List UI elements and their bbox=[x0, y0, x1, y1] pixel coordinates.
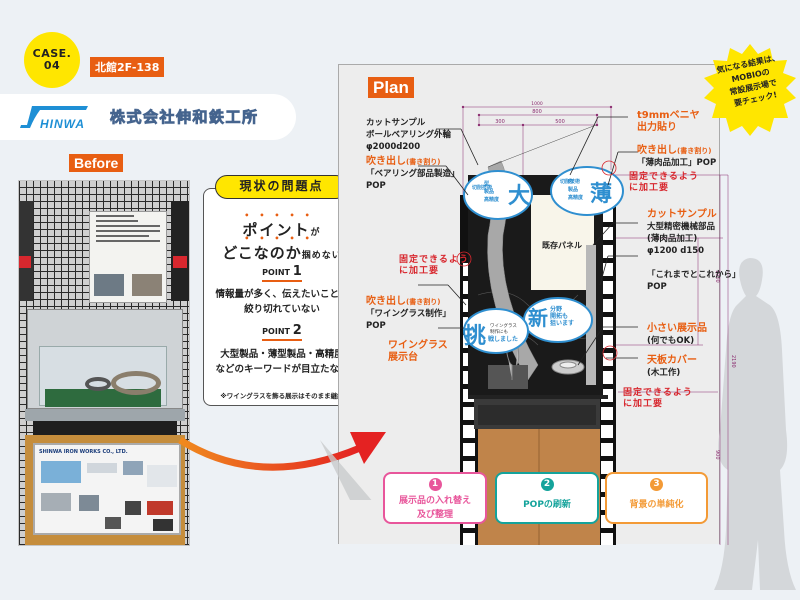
problem-title: 現状の問題点 bbox=[215, 175, 348, 199]
step-1-card: 1 展示品の入れ替え 及び整理 bbox=[383, 472, 487, 524]
fix-markers bbox=[456, 160, 618, 361]
emphasis-dots: ••••• bbox=[244, 234, 320, 243]
headline-line2: ••••• どこなのか掴めない bbox=[203, 234, 361, 263]
annotation-thin-pop: 吹き出し(書き割り) 「薄肉品加工」POP bbox=[637, 145, 717, 168]
dim-right-upper: 1000 bbox=[714, 270, 720, 283]
svg-text:肉: 肉 bbox=[568, 178, 573, 185]
point1-label: POINT 1 bbox=[203, 264, 361, 282]
headline-suffix-2: 掴めない bbox=[301, 251, 342, 261]
case-number: 04 bbox=[43, 59, 61, 72]
point2-label: POINT 2 bbox=[203, 323, 361, 341]
svg-text:高精度: 高精度 bbox=[568, 194, 584, 201]
starburst-callout-icon bbox=[704, 44, 796, 136]
step-1-number: 1 bbox=[428, 478, 442, 491]
problem-note: ※ワイングラスを飾る展示はそのまま継続 bbox=[220, 392, 344, 400]
dim-800: 800 bbox=[532, 109, 542, 115]
point1-text: 情報量が多く、伝えたいことが 絞り切れていない bbox=[215, 289, 349, 315]
location-tag: 北館2F-138 bbox=[90, 57, 165, 77]
annotation-bearing-pop: 吹き出し(書き割り) 「ベアリング部品製造」 POP bbox=[366, 156, 460, 191]
svg-text:高精度: 高精度 bbox=[484, 196, 500, 203]
svg-text:分野: 分野 bbox=[550, 305, 562, 313]
company-name: 株式会社伸和鉄工所 bbox=[110, 108, 259, 127]
svg-text:製品: 製品 bbox=[483, 188, 494, 195]
problem-card bbox=[203, 188, 361, 406]
case-badge: CASE. 04 bbox=[21, 29, 83, 91]
annotation-small-exhibit: 小さい展示品 (何でもOK) bbox=[647, 323, 707, 346]
dim-500: 500 bbox=[555, 119, 565, 125]
svg-text:開拓も: 開拓も bbox=[550, 312, 568, 320]
shelf bbox=[25, 409, 185, 421]
dim-right-total: 2190 bbox=[730, 355, 736, 368]
annotation-wineglass-stand: ワイングラス 展示台 bbox=[388, 340, 448, 363]
svg-text:戦しました: 戦しました bbox=[488, 335, 518, 343]
annotation-top-cover: 天板カバー (木工作) bbox=[647, 355, 697, 378]
dim-300: 300 bbox=[495, 119, 505, 125]
dim-1000: 1000 bbox=[531, 101, 543, 107]
bubble-new-char: 新 bbox=[528, 306, 548, 330]
svg-text:制作にも: 制作にも bbox=[490, 328, 508, 335]
plan-label: Plan bbox=[368, 77, 414, 98]
step-3-card: 3 背景の単純化 bbox=[605, 472, 708, 524]
bubble-challenge: 挑 ワイングラス 制作にも 戦しました bbox=[463, 308, 529, 354]
side-panel-right bbox=[171, 201, 189, 301]
dim-right-lower: 900 bbox=[714, 450, 720, 460]
company-banner bbox=[0, 94, 296, 140]
annotation-thin-sample: カットサンプル 大型精密機械部品 (薄肉品加工) φ1200 d150 bbox=[647, 209, 717, 256]
before-label: Before bbox=[69, 154, 124, 172]
svg-text:切削技術: 切削技術 bbox=[472, 184, 492, 191]
fix-note-right-bottom: 固定できるよう に加工要 bbox=[623, 388, 693, 409]
bubble-challenge-char: 挑 bbox=[464, 324, 486, 349]
annotation-veneer: t9mmベニヤ 出力貼り bbox=[637, 110, 700, 133]
svg-text:型: 型 bbox=[484, 180, 489, 187]
info-panel bbox=[89, 211, 167, 303]
svg-text:製品: 製品 bbox=[567, 186, 578, 193]
bearing-sample bbox=[85, 377, 111, 391]
side-panel-left bbox=[19, 201, 33, 301]
headline-main-2: どこなのか bbox=[222, 244, 302, 262]
step-3-label: 背景の単純化 bbox=[629, 500, 684, 510]
svg-text:切削技術: 切削技術 bbox=[560, 178, 580, 185]
annotation-bearing-sample: カットサンプル ボールベアリング外輪 φ2000d200 bbox=[366, 118, 452, 152]
point2-text: 大型製品・薄型製品・高精度 などのキーワードが目立たない bbox=[215, 349, 349, 375]
existing-panel-label: 既存パネル bbox=[542, 240, 582, 250]
wineglass-stand bbox=[488, 365, 528, 389]
cabinet-band bbox=[33, 421, 177, 435]
person-silhouette-icon bbox=[714, 258, 796, 590]
fix-note-left: 固定できるよう に加工要 bbox=[399, 255, 469, 276]
headline-line1: ••••• ポイントが bbox=[203, 211, 361, 240]
headline-main-1: ポイント bbox=[242, 221, 311, 239]
annotation-wineglass-pop: 吹き出し(書き割り) 「ワイングラス制作」 POP bbox=[366, 296, 451, 331]
bubble-large: 大 切削技術 型 製品 高精度 bbox=[463, 170, 533, 220]
shinwa-logo-icon: HINWA bbox=[20, 106, 88, 131]
case-label: CASE. bbox=[32, 47, 72, 60]
bubble-thin: 薄 切削技術 肉 製品 高精度 bbox=[550, 166, 624, 216]
bubble-new: 新 分野 開拓も 狙います bbox=[523, 297, 593, 343]
emphasis-dots: ••••• bbox=[244, 211, 320, 220]
annotation-past-future-pop: 「これまでとこれから」 POP bbox=[647, 270, 741, 292]
headline-suffix-1: が bbox=[310, 228, 322, 238]
logo-text: HINWA bbox=[40, 117, 85, 131]
step-1-label: 展示品の入れ替え 及び整理 bbox=[398, 496, 471, 520]
leader-lines bbox=[418, 116, 638, 366]
step-2-label: POPの刷新 bbox=[523, 500, 571, 510]
fix-note-right-top: 固定できるよう に加工要 bbox=[629, 172, 699, 193]
poster-title: SHINWA IRON WORKS CO., LTD. bbox=[39, 449, 128, 455]
company-poster: SHINWA IRON WORKS CO., LTD. bbox=[33, 443, 181, 535]
bubble-thin-char: 薄 bbox=[590, 182, 612, 207]
ring-sample bbox=[111, 371, 161, 395]
step-2-number: 2 bbox=[540, 478, 554, 491]
bubble-large-char: 大 bbox=[508, 184, 530, 209]
svg-text:狙います: 狙います bbox=[550, 319, 574, 327]
step-3-number: 3 bbox=[650, 478, 663, 491]
before-to-plan-arrow-icon bbox=[178, 432, 386, 500]
step-2-card: 2 POPの刷新 bbox=[495, 472, 599, 524]
before-photo: SHINWA IRON WORKS CO., LTD. bbox=[18, 180, 190, 546]
svg-text:ワイングラス: ワイングラス bbox=[490, 322, 517, 329]
plan-diagram: 1000 800 300 500 1000 2190 900 既存パネル bbox=[418, 101, 736, 545]
